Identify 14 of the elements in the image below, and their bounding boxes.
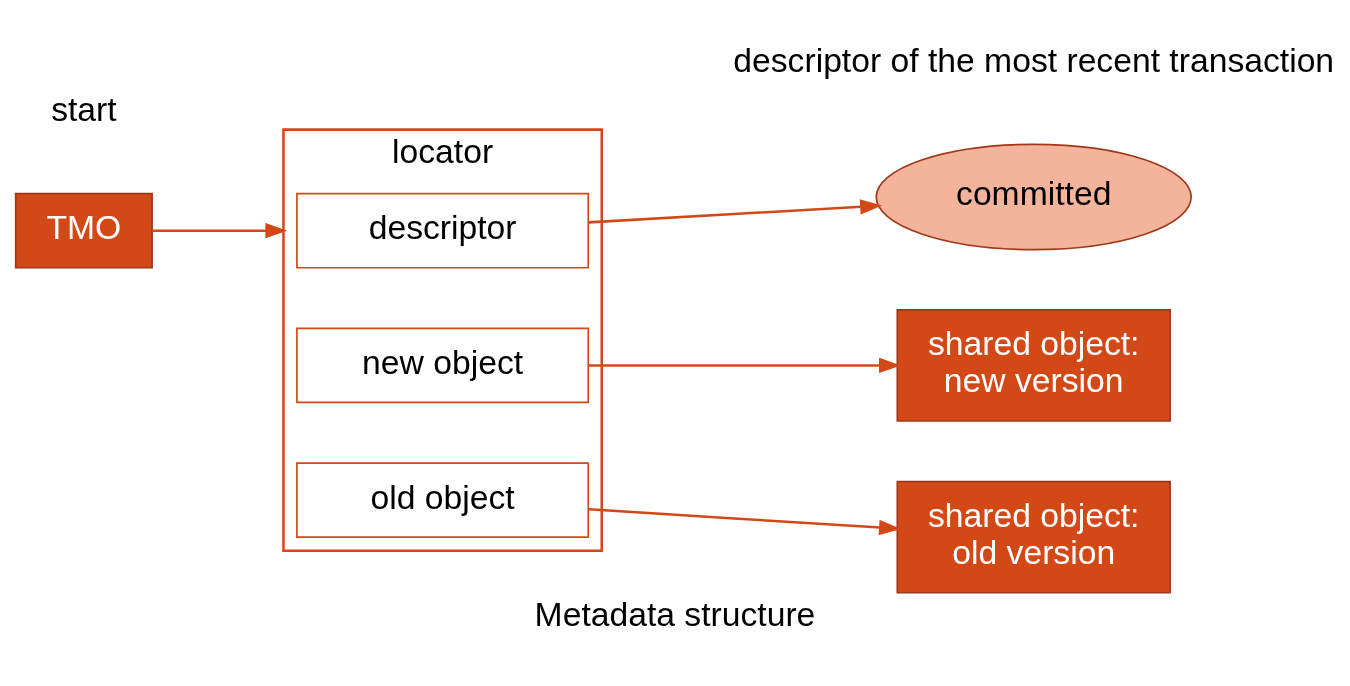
node-label: start — [51, 90, 117, 128]
node-box: new object — [296, 327, 590, 403]
node-box: descriptor — [296, 192, 590, 269]
arrow — [588, 357, 901, 373]
node-label: descriptor of the most recent transaction — [733, 41, 1335, 79]
node-box: shared object: new version — [896, 308, 1171, 422]
arrow — [152, 222, 288, 238]
node-box: old object — [296, 461, 590, 538]
node-box: TMO — [14, 192, 153, 269]
node-ellipse: committed — [875, 143, 1192, 250]
caption: Metadata structure — [534, 595, 816, 633]
arrow — [588, 198, 883, 224]
node-box: shared object: old version — [896, 480, 1171, 594]
arrow — [588, 507, 901, 535]
